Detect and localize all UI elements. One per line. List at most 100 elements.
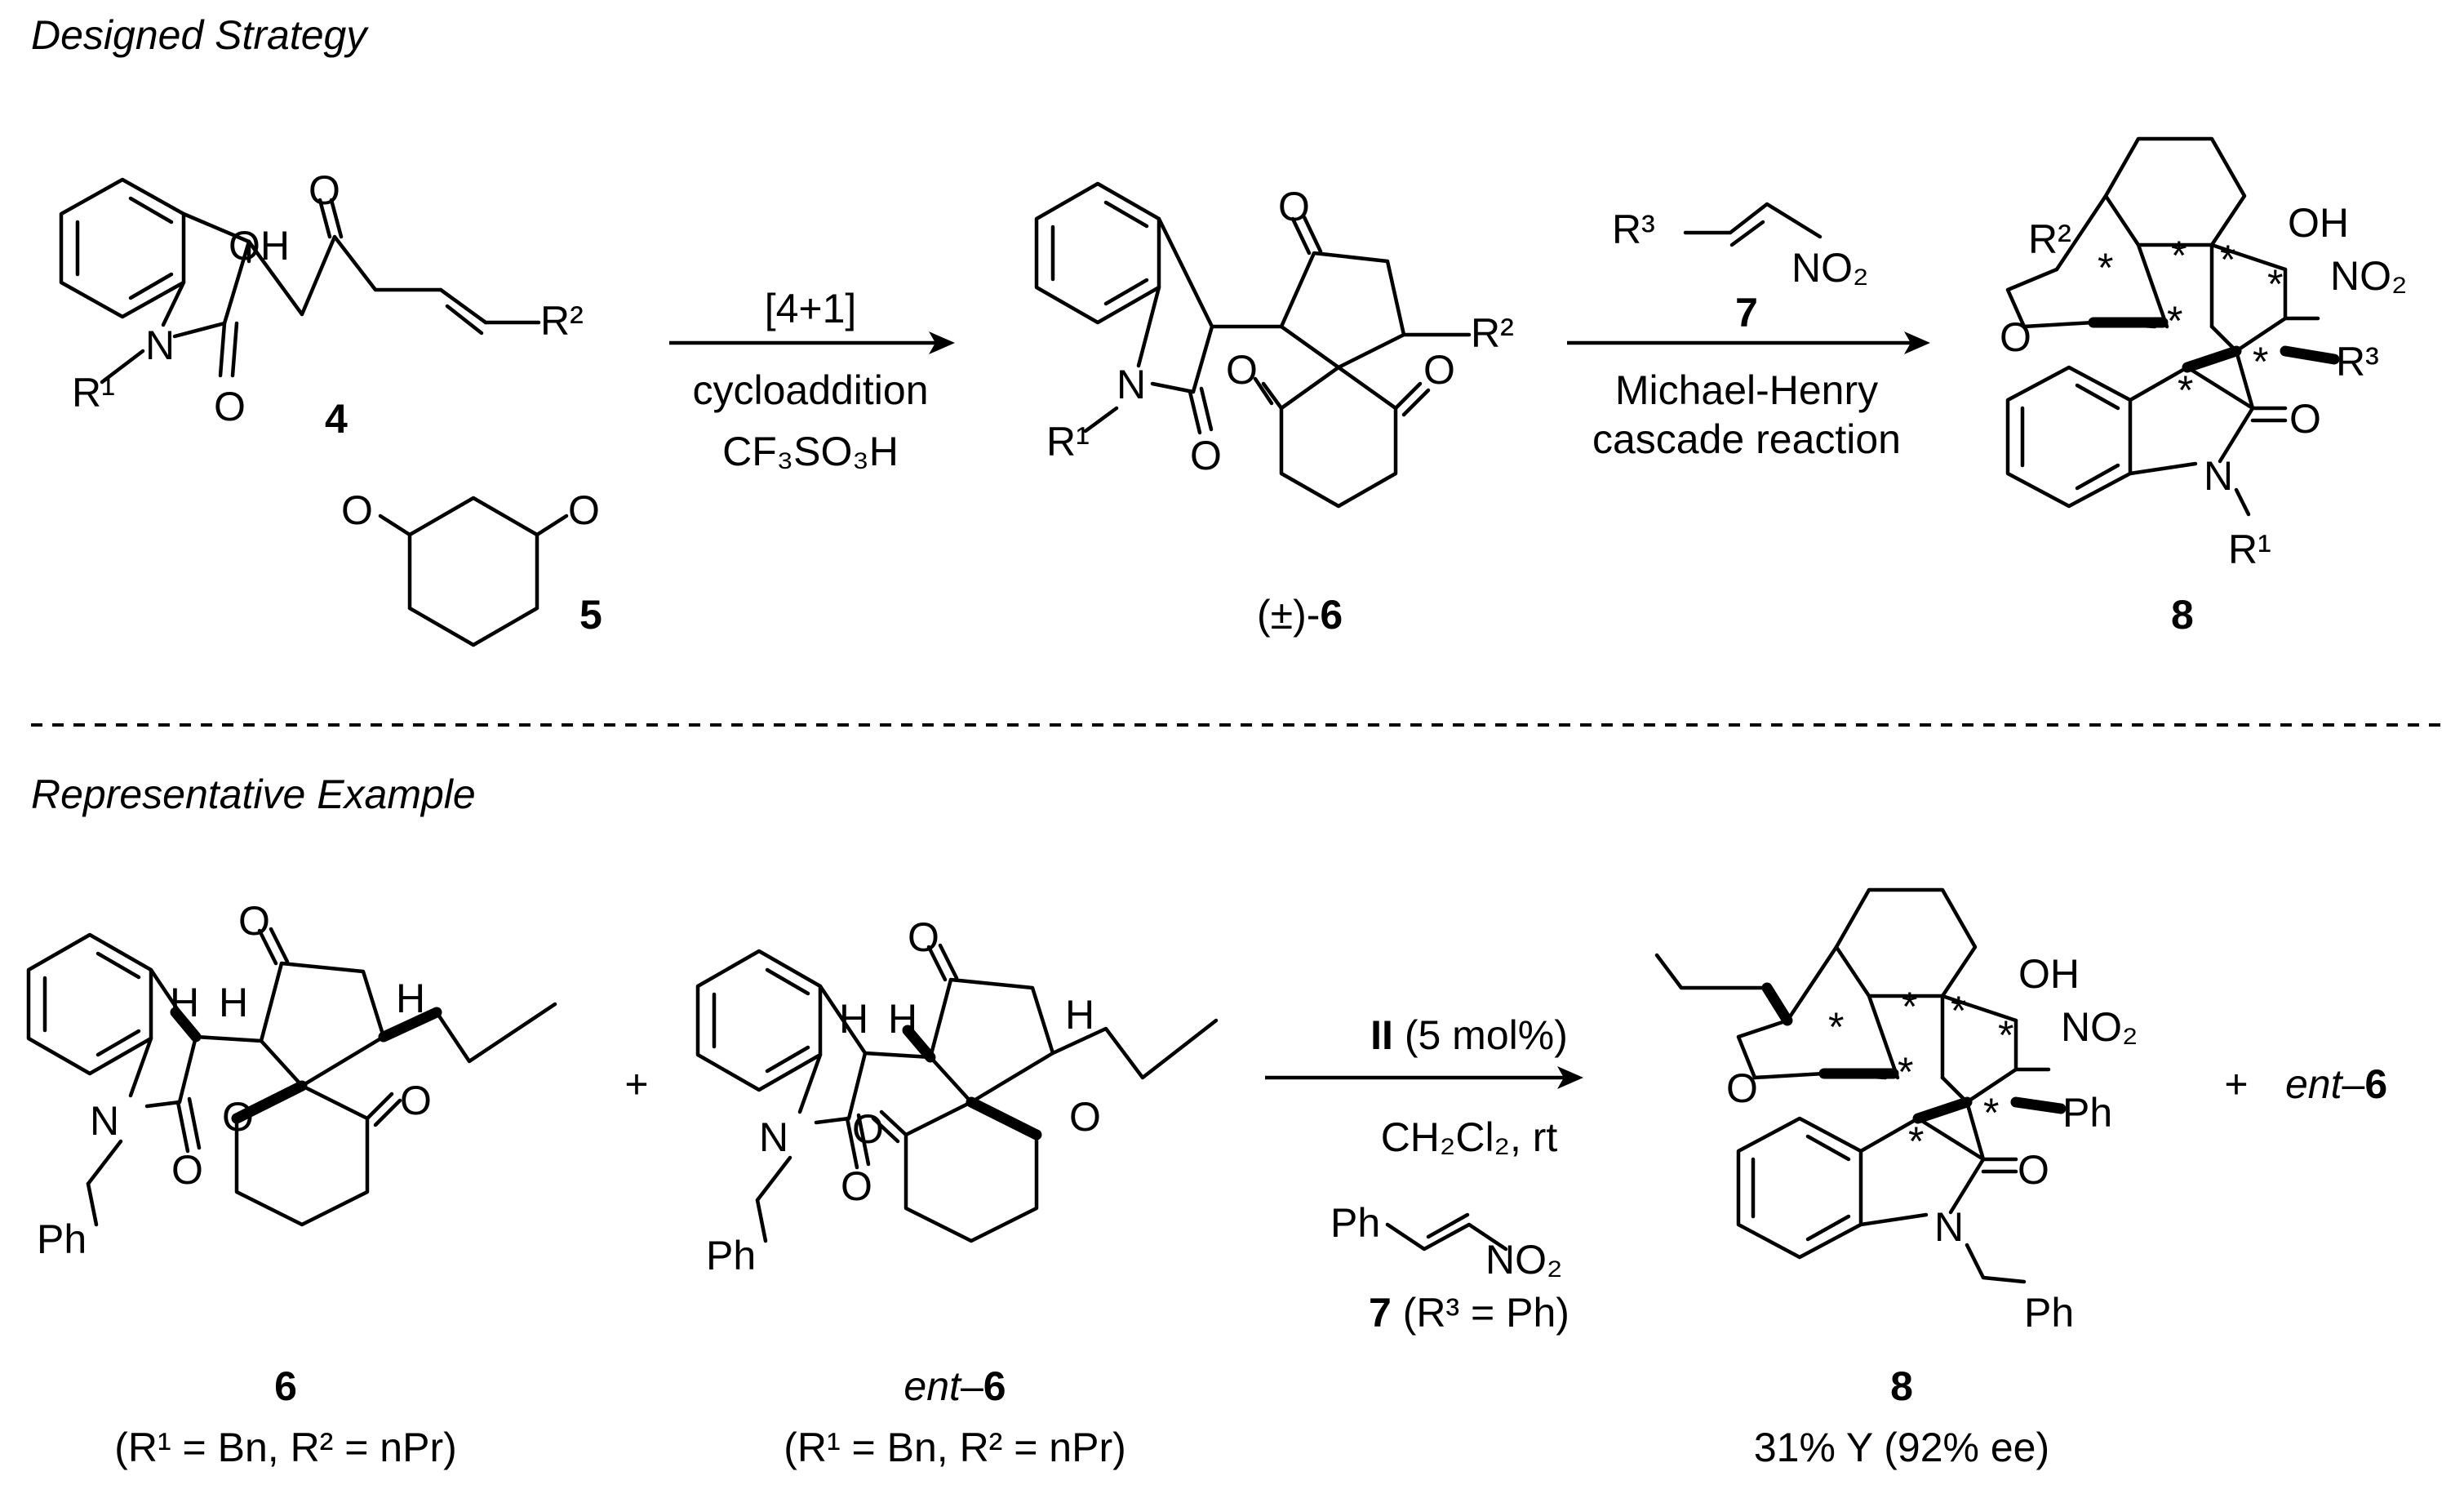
atom-ph: Ph [706,1233,756,1278]
structure-nitroalkene-7 [1683,202,1822,247]
step3-reagent: 7 (R³ = Ph) [1369,1290,1569,1336]
plus-sign: + [624,1061,648,1107]
bold-bond [1912,1096,1973,1124]
byproduct-ent-6: ent–6 [2285,1061,2387,1107]
atom-o: O [1190,433,1222,478]
atom-r3: R³ [1612,207,1655,252]
atom-o: O [309,167,340,213]
bold-bond [170,1007,202,1043]
atom-h: H [170,980,199,1025]
bold-bond [2010,1096,2067,1114]
compound-number-ex-8: 8 [1890,1363,1913,1409]
stereocenter-star: * [2267,261,2283,307]
stereocenter-star: * [1951,988,1966,1034]
stereocenter-star: * [1908,1118,1924,1164]
atom-ph: Ph [1330,1200,1380,1246]
compound-number-8: 8 [2171,592,2194,638]
atom-o: O [341,487,373,533]
compound-yield-ex-8: 31% Y (92% ee) [1754,1425,2049,1470]
bold-bond [966,1096,1042,1140]
compound-conditions-ex-6: (R¹ = Bn, R² = nPr) [114,1425,457,1470]
atom-n: N [759,1114,788,1160]
atom-n: N [1117,362,1146,407]
atom-r1: R¹ [72,370,115,416]
atom-o: O [400,1078,432,1123]
atom-ph: Ph [2062,1090,2112,1136]
atom-o: O [1278,184,1310,229]
arrowhead-2 [1904,331,1930,354]
step1-line1: [4+1] [765,286,857,331]
arrowhead-1 [929,331,955,354]
step3-conditions: CH₂Cl₂, rt [1381,1114,1558,1160]
compound-label-ent-6: ent–6 [903,1363,1006,1409]
atom-o: O [1423,347,1455,393]
compound-number-5: 5 [579,592,602,638]
atom-o: O [1069,1094,1101,1140]
atom-o: O [1226,347,1258,393]
atom-n: N [90,1098,119,1144]
structure-compound-6-racemic [1034,181,1472,509]
bold-bond [1761,982,1793,1026]
step2-reagent-number: 7 [1735,290,1758,336]
atom-r1: R¹ [2228,527,2271,572]
stereocenter-star: * [1998,1012,2013,1058]
atom-o: O [908,914,939,960]
bold-bond [378,1007,442,1043]
bold-bond [2182,345,2242,373]
structure-example-compound-6 [26,927,557,1227]
compound-number-4: 4 [325,396,348,442]
heading-representative-example: Representative Example [31,771,476,817]
stereocenter-star: * [2253,339,2268,385]
stereocenter-star: * [2171,233,2187,278]
bold-bond [231,1080,308,1124]
atom-o: O [2000,314,2031,360]
atom-o: O [1726,1065,1758,1111]
atom-ph: Ph [2024,1290,2074,1336]
bold-bond [902,1025,936,1063]
atom-o: O [171,1147,203,1193]
atom-r2: R² [2028,216,2071,262]
plus-sign: + [2224,1061,2248,1107]
atom-o: O [852,1106,884,1152]
step3-catalyst: II (5 mol%) [1370,1012,1568,1058]
atom-n: N [145,322,175,368]
compound-label-6-racemic: (±)-6 [1257,592,1343,638]
atom-n: N [2204,453,2233,499]
stereocenter-star: * [1902,984,1917,1029]
stereocenter-star: * [1983,1090,1999,1136]
atom-o: O [238,898,270,944]
stereocenter-star: * [2178,367,2193,413]
structure-nitrostyrene-7 [1385,1212,1508,1252]
atom-oh: OH [2018,951,2080,997]
structure-compound-8 [2005,136,2320,517]
arrowhead-3 [1557,1066,1583,1089]
atom-no2: NO₂ [2330,253,2407,299]
atom-o: O [214,384,246,429]
atom-h: H [839,996,868,1042]
step2-line1: Michael-Henry [1615,367,1878,413]
atom-ph: Ph [37,1216,87,1262]
structure-example-compound-8 [1654,887,2051,1284]
atom-o: O [222,1094,254,1140]
atom-no2: NO₂ [1485,1237,1562,1283]
structure-compound-5 [378,496,569,647]
structure-ent-6 [695,943,1219,1243]
atom-o: O [2018,1147,2049,1193]
atom-h: H [888,996,917,1042]
stereocenter-star: * [2167,298,2182,344]
atom-n: N [1934,1204,1964,1250]
structure-compound-4 [59,177,541,385]
atom-r2: R² [540,298,584,344]
atom-r1: R¹ [1046,419,1090,465]
stereocenter-star: * [1898,1049,1913,1095]
atom-h: H [1065,992,1094,1038]
atom-o: O [2289,396,2321,442]
atom-o: O [568,487,600,533]
compound-conditions-ent-6: (R¹ = Bn, R² = nPr) [784,1425,1126,1470]
stereocenter-star: * [2220,237,2235,282]
stereocenter-star: * [1828,1004,1844,1050]
atom-r2: R² [1471,310,1514,356]
step2-line2: cascade reaction [1592,416,1901,462]
atom-o: O [841,1163,872,1209]
